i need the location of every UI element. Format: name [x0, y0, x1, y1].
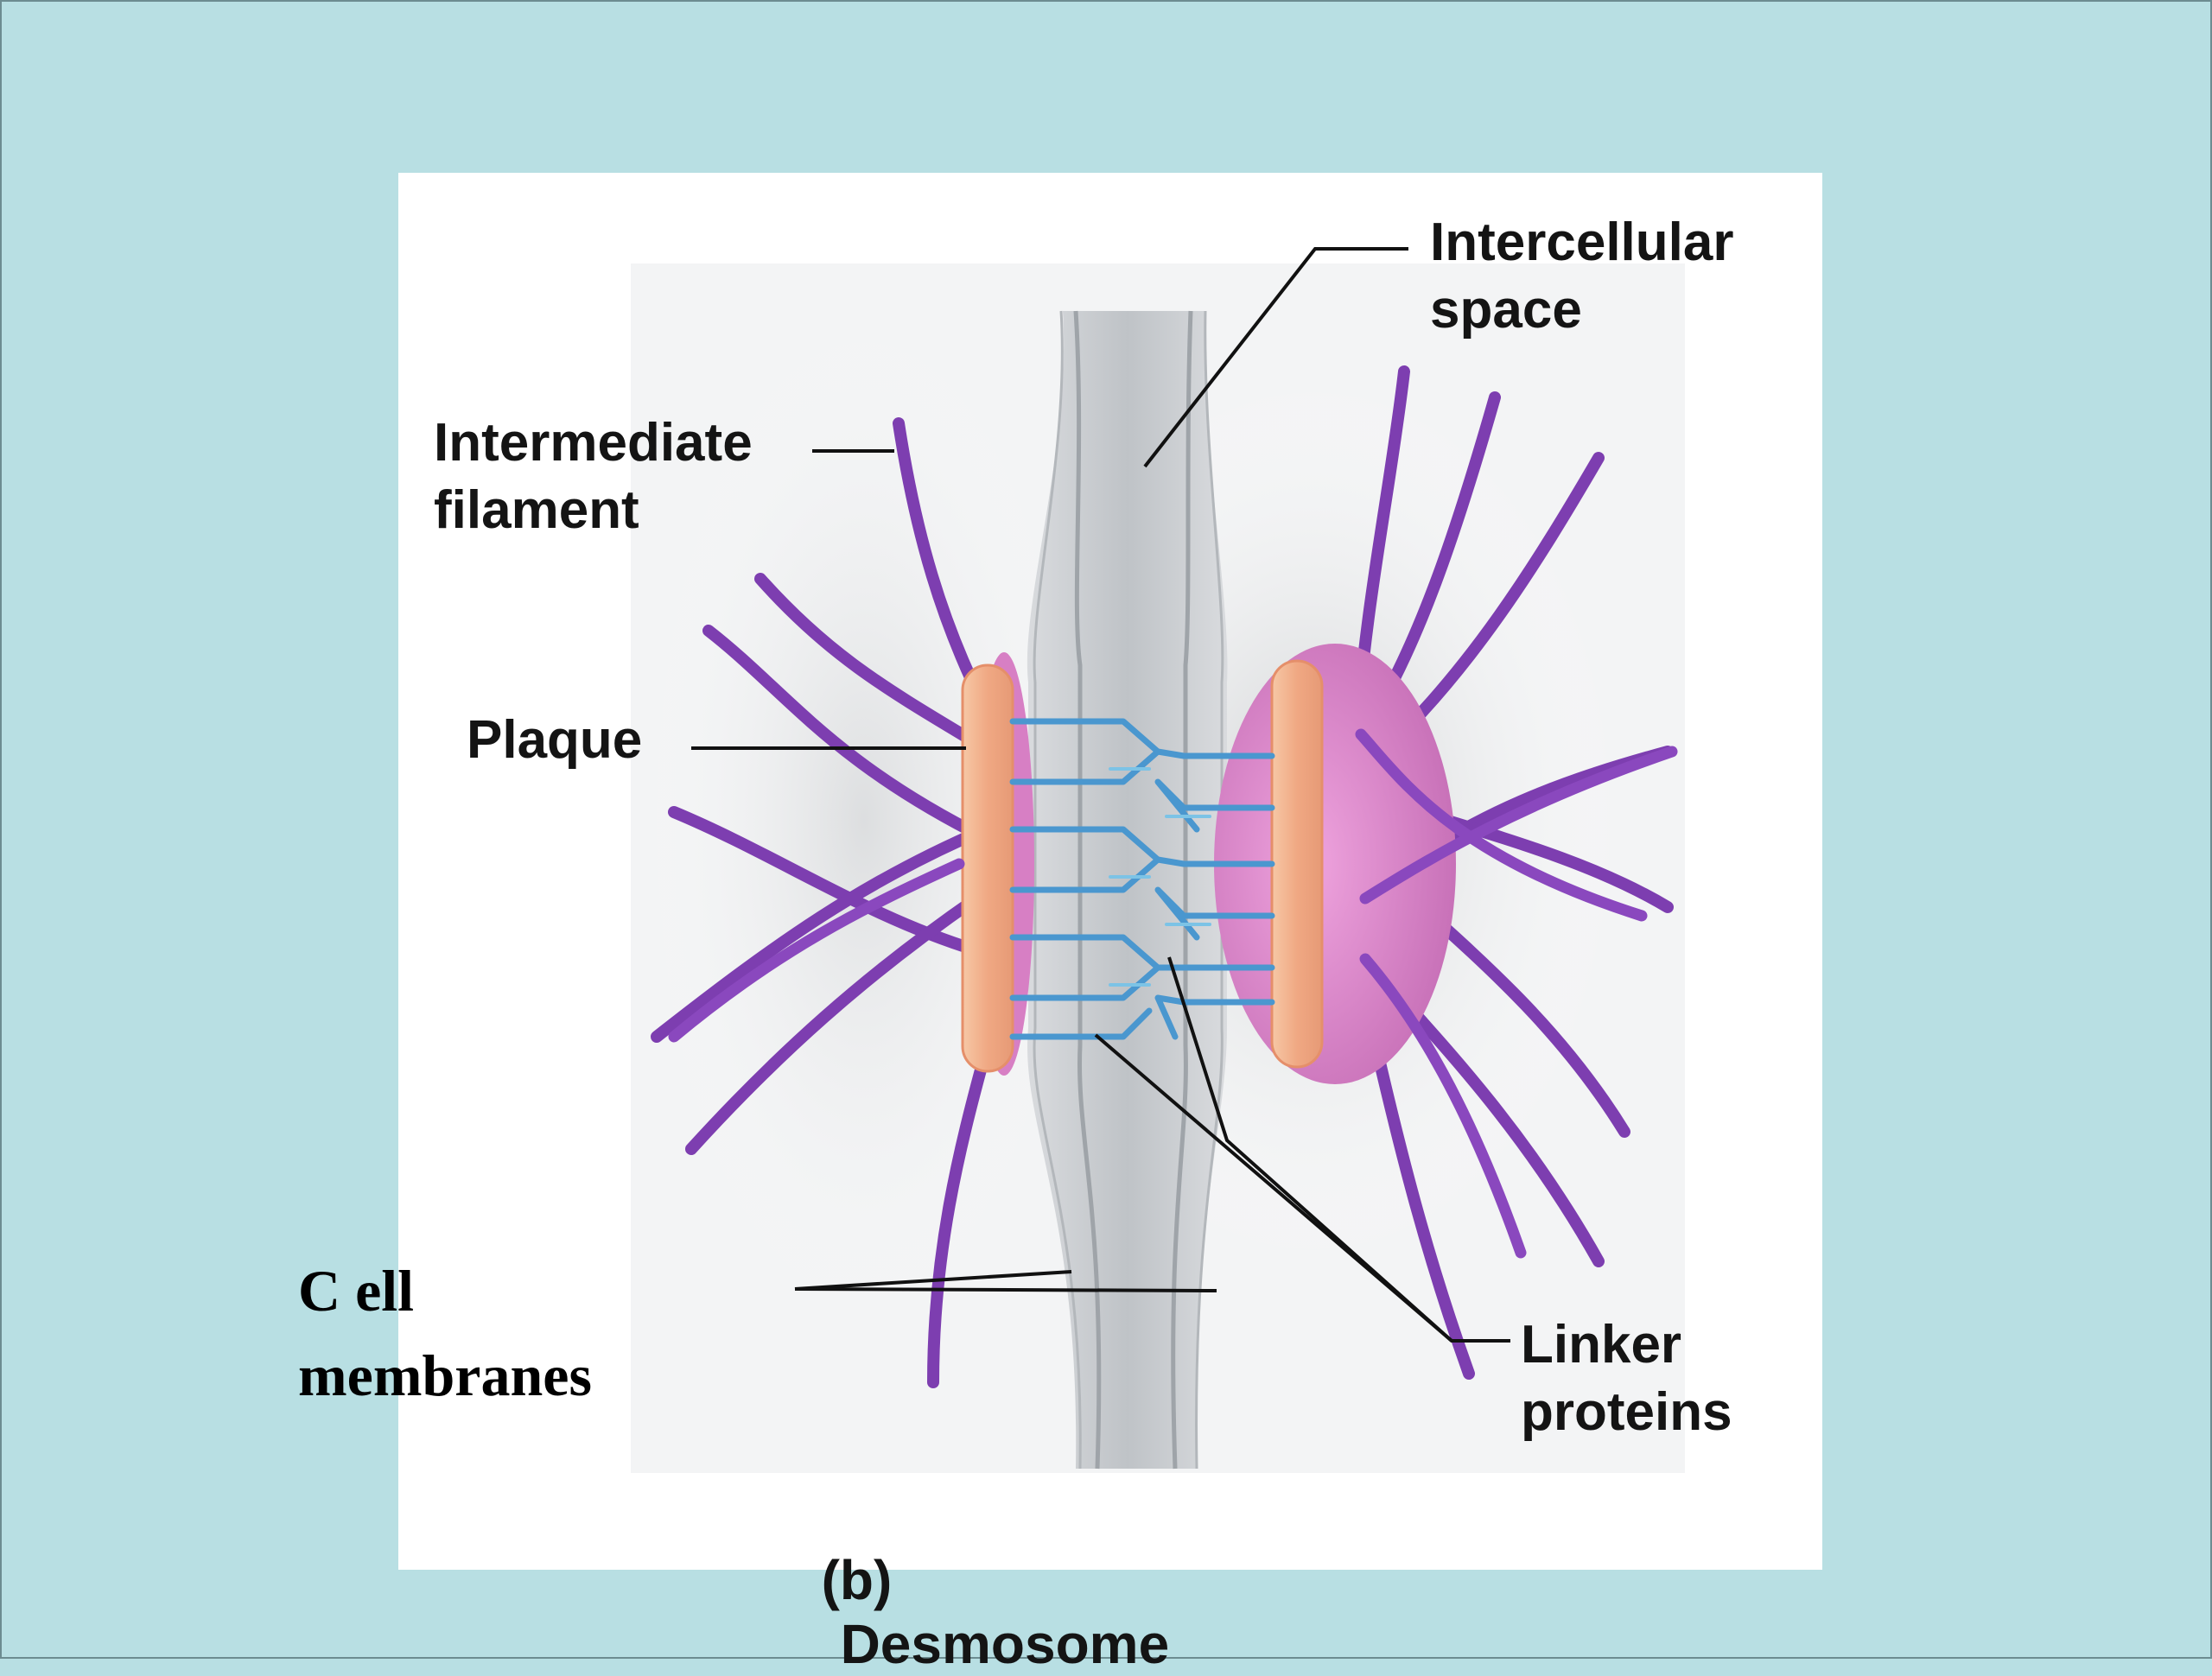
- figure-caption: (b) Desmosome: [791, 1484, 1170, 1676]
- label-plaque: Plaque: [467, 710, 643, 770]
- linker-protein-highlights: [1109, 767, 1211, 987]
- plaque-left: [961, 652, 1034, 1076]
- leader-linker-2: [1167, 956, 1453, 1343]
- linker-proteins: [1009, 718, 1275, 1040]
- cell-membrane-right: [1171, 310, 1224, 1470]
- plaque-right: [1214, 644, 1456, 1084]
- label-cell-membranes: C ell membranes: [298, 1258, 592, 1408]
- cell-membrane-left: [1033, 310, 1102, 1470]
- intermediate-filaments-left: [651, 417, 991, 1388]
- leader-cell-membrane-1: [794, 1270, 1072, 1291]
- label-intercellular-space: Intercellular space: [1430, 213, 1734, 340]
- leader-lines: [691, 247, 1510, 1343]
- label-intermediate-filament: Intermediate filament: [434, 413, 753, 540]
- leader-intercellular-space: [1143, 247, 1408, 468]
- intermediate-filaments-front: [668, 728, 1678, 1259]
- caption-title: Desmosome: [840, 1613, 1170, 1675]
- label-linker-proteins: Linker proteins: [1521, 1315, 1732, 1442]
- leader-cell-membrane-2: [794, 1287, 1217, 1292]
- caption-part: (b): [821, 1549, 893, 1611]
